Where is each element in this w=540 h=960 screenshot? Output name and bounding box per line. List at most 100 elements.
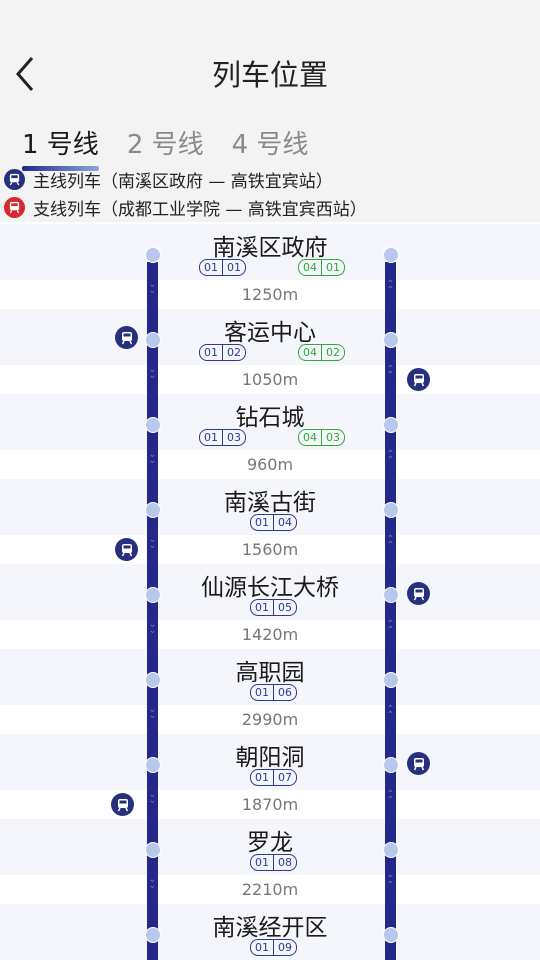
code-line: 01 [255, 686, 269, 699]
train-icon[interactable] [111, 793, 134, 816]
station-row[interactable] [0, 564, 540, 620]
distance-label: 1420m [241, 625, 299, 644]
station-code-badge: 04 03 [298, 429, 345, 446]
station-row[interactable] [0, 819, 540, 875]
code-number: 03 [222, 430, 245, 445]
code-line: 01 [204, 261, 218, 274]
station-row[interactable] [0, 649, 540, 705]
chevron-down-icon: ⌄⌄ [148, 789, 157, 806]
station-codes: 01 01 04 01 [0, 259, 540, 277]
station-name: 南溪经开区 [212, 915, 328, 941]
station-name: 南溪区政府 [212, 235, 328, 261]
distance-label: 960m [246, 455, 294, 474]
code-line: 04 [303, 346, 317, 359]
station-node [145, 842, 161, 858]
chevron-up-icon: ⌃⌃ [386, 874, 395, 891]
track-up [147, 262, 158, 960]
code-number: 01 [321, 260, 344, 275]
station-node [145, 672, 161, 688]
chevron-up-icon: ⌃⌃ [386, 789, 395, 806]
chevron-down-icon: ⌄⌄ [148, 279, 157, 296]
code-number: 04 [273, 515, 296, 530]
legend-branch-train: 支线列车（成都工业学院 — 高铁宜宾西站） [4, 195, 367, 220]
tab-line-2[interactable]: 2 号线 [126, 130, 204, 160]
chevron-down-icon: ⌄⌄ [148, 449, 157, 466]
code-line: 04 [303, 431, 317, 444]
chevron-down-icon: ⌄⌄ [148, 704, 157, 721]
station-node [145, 502, 161, 518]
station-code-badge: 01 01 [199, 259, 246, 276]
station-node [383, 927, 399, 943]
back-button[interactable] [10, 54, 46, 94]
station-name: 仙源长江大桥 [201, 575, 339, 601]
station-name: 客运中心 [224, 320, 316, 346]
train-icon[interactable] [115, 538, 138, 561]
chevron-up-icon: ⌃⌃ [386, 364, 395, 381]
station-name: 高职园 [235, 660, 305, 686]
station-node [383, 247, 399, 263]
station-node [383, 587, 399, 603]
station-row[interactable] [0, 904, 540, 960]
chevron-up-icon: ⌃⌃ [386, 619, 395, 636]
chevron-up-icon: ⌃⌃ [386, 449, 395, 466]
distance-label: 1250m [241, 285, 299, 304]
station-node [383, 757, 399, 773]
station-list[interactable]: ⌄⌄⌃⌃⌄⌄⌃⌃⌄⌄⌃⌃⌄⌄⌃⌃⌄⌄⌃⌃⌄⌄⌃⌃⌄⌄⌃⌃⌄⌄⌃⌃⌄⌄⌃⌃南溪区政… [0, 224, 540, 960]
code-number: 08 [273, 855, 296, 870]
train-icon [4, 169, 25, 190]
tab-line-4[interactable]: 4 号线 [231, 130, 309, 160]
station-name: 罗龙 [247, 830, 293, 856]
legend-label: 主线列车（南溪区政府 — 高铁宜宾站） [33, 172, 333, 192]
station-row[interactable] [0, 479, 540, 535]
code-number: 01 [222, 260, 245, 275]
code-line: 01 [204, 431, 218, 444]
station-row[interactable] [0, 734, 540, 790]
station-node [145, 247, 161, 263]
station-row[interactable] [0, 394, 540, 450]
code-line: 04 [303, 261, 317, 274]
station-node [383, 502, 399, 518]
train-icon [4, 197, 25, 218]
station-row[interactable] [0, 224, 540, 280]
station-node [383, 417, 399, 433]
distance-label: 1870m [241, 795, 299, 814]
train-icon[interactable] [115, 326, 138, 349]
station-name: 朝阳洞 [235, 745, 305, 771]
station-code-badge: 01 03 [199, 429, 246, 446]
code-number: 03 [321, 430, 344, 445]
station-row[interactable] [0, 309, 540, 365]
tab-line-1[interactable]: 1 号线 [22, 124, 99, 171]
station-node [145, 417, 161, 433]
chevron-down-icon: ⌄⌄ [148, 364, 157, 381]
chevron-down-icon: ⌄⌄ [148, 534, 157, 551]
code-number: 09 [273, 940, 296, 955]
code-number: 02 [222, 345, 245, 360]
train-icon[interactable] [407, 582, 430, 605]
train-icon[interactable] [407, 368, 430, 391]
station-name: 南溪古街 [224, 490, 316, 516]
legend-main-train: 主线列车（南溪区政府 — 高铁宜宾站） [4, 167, 333, 192]
page-title: 列车位置 [211, 58, 328, 92]
station-codes: 01 03 04 03 [0, 429, 540, 447]
code-line: 01 [255, 856, 269, 869]
code-line: 01 [204, 346, 218, 359]
track-down [385, 262, 396, 960]
train-icon[interactable] [407, 752, 430, 775]
code-number: 07 [273, 770, 296, 785]
station-code-badge: 01 02 [199, 344, 246, 361]
station-node [383, 672, 399, 688]
station-name: 钻石城 [235, 405, 305, 431]
chevron-up-icon: ⌃⌃ [386, 704, 395, 721]
code-line: 01 [255, 601, 269, 614]
distance-label: 1050m [241, 370, 299, 389]
